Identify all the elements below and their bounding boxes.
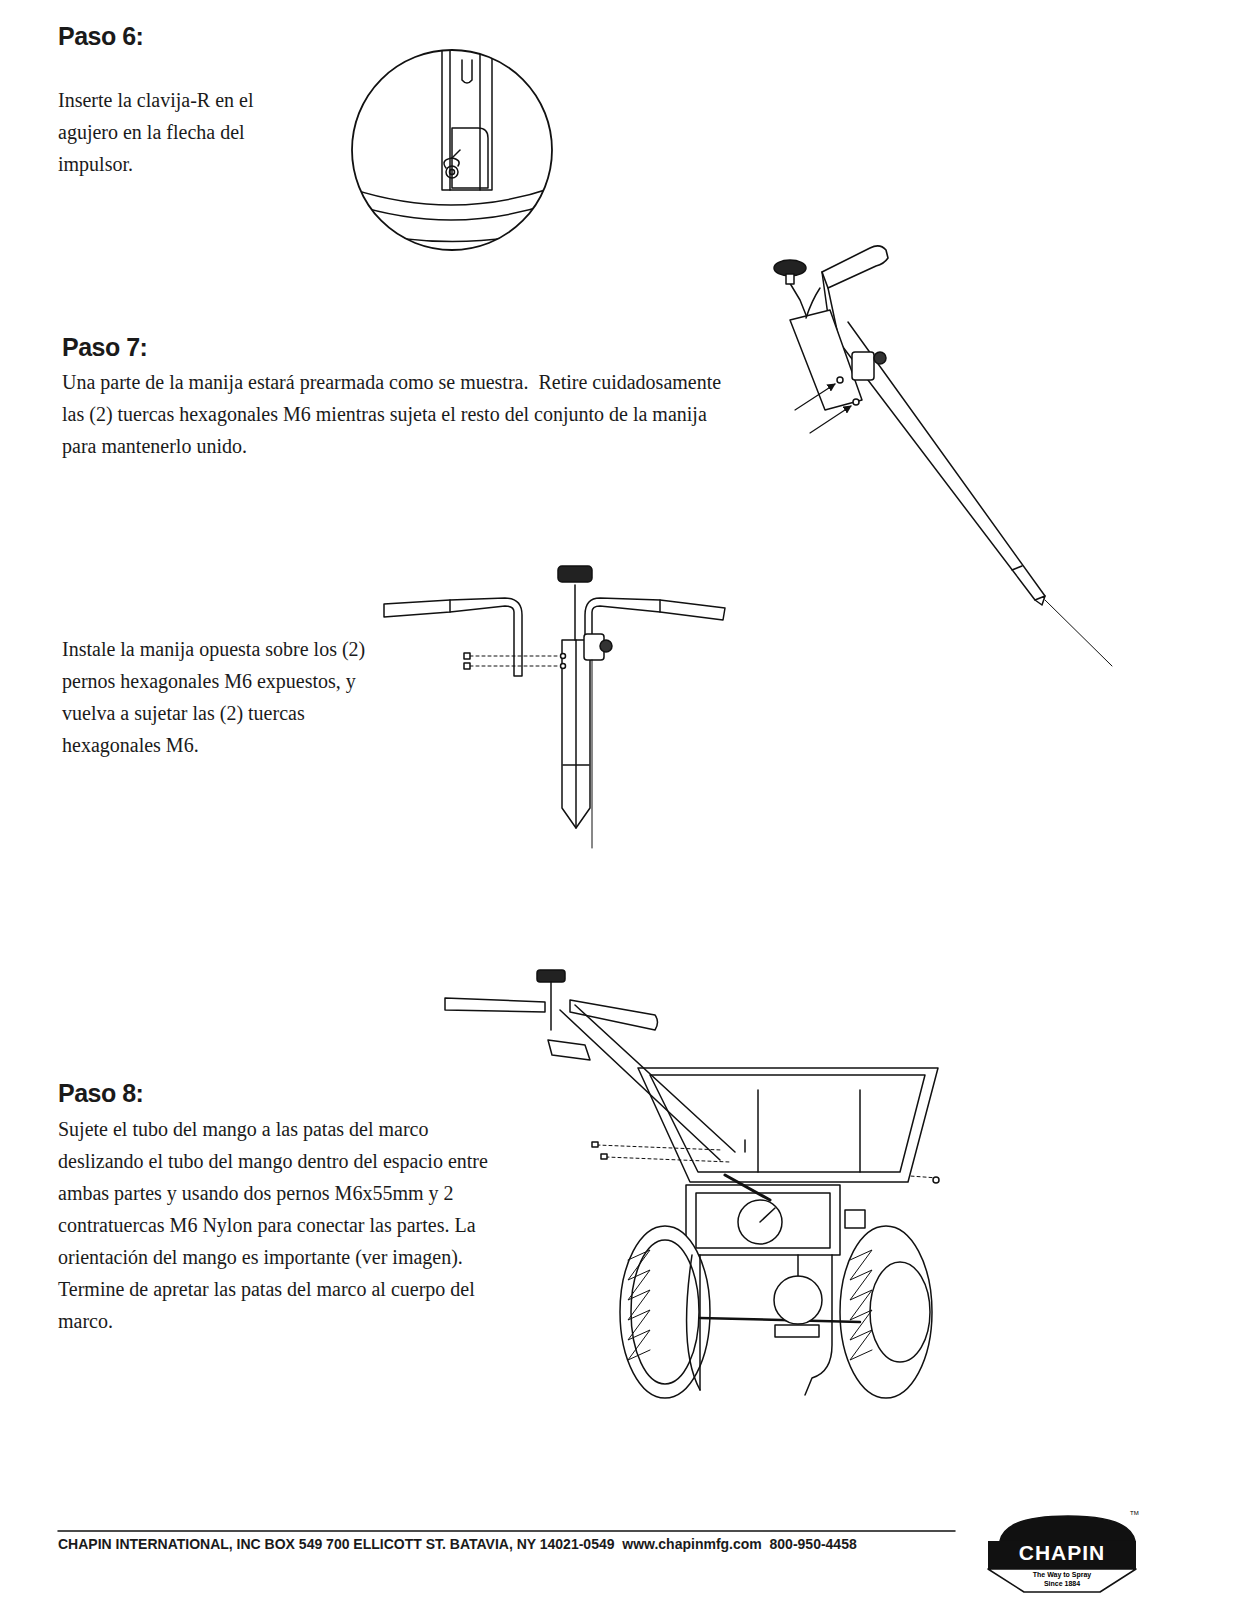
chapin-logo — [988, 1516, 1136, 1592]
step-text: Instale la manija opuesta sobre los (2) … — [62, 633, 382, 761]
trademark-mark: TM — [1130, 1510, 1139, 1516]
footer-rule — [58, 1530, 955, 1532]
step-text: Inserte la clavija-R en el agujero en la… — [58, 84, 288, 180]
logo-tagline: The Way to Spray — [1022, 1571, 1102, 1579]
step-heading: Paso 6: — [58, 22, 143, 51]
step-text: Una parte de la manija estará prearmada … — [62, 366, 742, 462]
footer-address: CHAPIN INTERNATIONAL, INC BOX 549 700 EL… — [58, 1536, 857, 1552]
spreader-assembly — [445, 970, 939, 1398]
step-heading: Paso 7: — [62, 333, 147, 362]
r-pin-detail — [340, 40, 560, 256]
step-text: Sujete el tubo del mango a las patas del… — [58, 1113, 510, 1337]
handle-assembly-front — [384, 566, 725, 848]
handle-half-assembly — [774, 246, 1112, 666]
step-heading: Paso 8: — [58, 1079, 143, 1108]
logo-name: CHAPIN — [988, 1541, 1136, 1565]
logo-since: Since 1884 — [1022, 1580, 1102, 1588]
